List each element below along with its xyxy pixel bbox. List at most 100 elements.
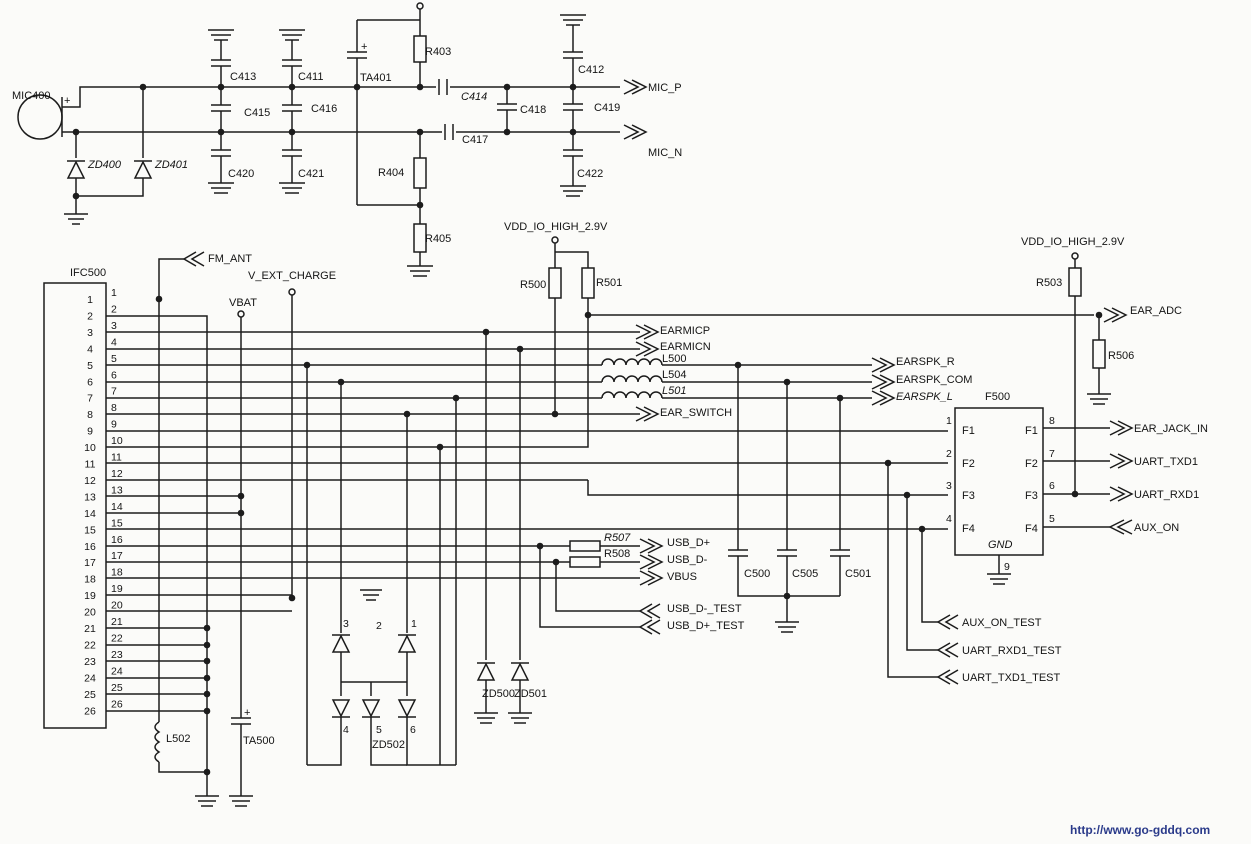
usb-dm-arrow-icon [639,554,656,570]
f500-right-f1: F1 [1025,425,1038,437]
f500-left-f4: F4 [962,523,975,535]
aux-on-test-arrow-icon [936,614,951,630]
r500-r501-group: VDD_IO_HIGH_2.9V R500 R501 [504,221,622,414]
zd502-pin-4: 4 [343,724,349,736]
mic400-label: MIC400 [12,90,51,102]
ifc500-pin-2: 2 [87,310,93,322]
connector-wires [106,314,1094,712]
usb-dp-test-label: USB_D+_TEST [667,620,745,632]
mic-n-arrow-icon [623,124,640,140]
c414-label: C414 [461,91,487,103]
junction-dots [155,295,1103,776]
v-ext-charge-terminal-icon [288,288,296,296]
r403-label: R403 [425,46,451,58]
zd502-pin-1: 1 [411,618,417,630]
ifc500-wire-number-3: 3 [111,320,117,332]
watermark-url: http://www.go-gddq.com [1070,823,1210,837]
c420-label: C420 [228,168,254,180]
ifc500-wire-number-21: 21 [111,616,123,628]
f500-left-f3: F3 [962,490,975,502]
r508-label: R508 [604,548,630,560]
ifc500-pin-13: 13 [84,491,96,503]
ta401-label: TA401 [360,72,392,84]
ifc500-pin-17: 17 [84,557,96,569]
mic-n-label: MIC_N [648,147,682,159]
ifc500-wire-number-10: 10 [111,435,123,447]
r503-r506-group: VDD_IO_HIGH_2.9V R503 R506 [1021,236,1134,494]
ifc500-wire-number-13: 13 [111,484,123,496]
l500-inductor-icon [601,358,663,366]
ifc500-pin-24: 24 [84,672,96,684]
usb-dm-label: USB_D- [667,554,708,566]
ifc500-wire-number-15: 15 [111,517,123,529]
f500-pin-4: 4 [946,513,952,525]
ifc500-pin-7: 7 [87,393,93,405]
c422-label: C422 [577,168,603,180]
zd501-diode-icon [510,662,530,681]
ifc500-pin-25: 25 [84,689,96,701]
ifc500-wire-number-9: 9 [111,419,117,431]
ifc500-label: IFC500 [70,267,106,279]
ifc500-wire-number-25: 25 [111,682,123,694]
vbus-label: VBUS [667,571,697,583]
usb-dp-label: USB_D+ [667,537,710,549]
uart-txd1-label: UART_TXD1 [1134,456,1198,468]
ifc500-pin-21: 21 [84,623,96,635]
ifc500-wire-number-8: 8 [111,402,117,414]
zd502-diode-icon [397,634,417,653]
ifc500-pin-18: 18 [84,574,96,586]
c412-label: C412 [578,64,604,76]
f500-left-f1: F1 [962,425,975,437]
r503-label: R503 [1036,277,1062,289]
ear-signal-arrows: EARMICP EARMICN EAR_SWITCH [635,324,732,422]
ifc500-wire-number-11: 11 [111,452,122,464]
vbus-arrow-icon [639,570,656,586]
speaker-caps: C500 C505 C501 [728,365,871,633]
vbat-label: VBAT [229,297,257,309]
ifc500-wire-number-22: 22 [111,632,123,644]
r501-resistor-icon [581,267,595,299]
f500-right-f2: F2 [1025,458,1038,470]
uart-rxd1-label: UART_RXD1 [1134,489,1199,501]
uart-rxd1-arrow-icon [1109,486,1126,502]
r500-label: R500 [520,279,546,291]
ifc500-wire-number-2: 2 [111,303,117,315]
ifc500-pin-10: 10 [84,442,96,454]
fm-ant-arrow-icon [182,251,197,267]
zd502-network: 3 1 2 4 5 6 ZD502 [306,365,457,766]
l502-label: L502 [166,733,190,745]
f500-pin-8: 8 [1049,415,1055,427]
c500-label: C500 [744,568,770,580]
ear-switch-label: EAR_SWITCH [660,407,732,419]
ifc500-wire-number-4: 4 [111,336,117,348]
f500-pin-5: 5 [1049,513,1055,525]
zd500-zd501: ZD500 ZD501 [474,332,547,724]
aux-on-label: AUX_ON [1134,522,1179,534]
zd500-label: ZD500 [482,688,515,700]
fm-ant-label: FM_ANT [208,253,252,265]
r508-resistor-icon [569,556,601,568]
uart-txd1-test-arrow-icon [936,669,951,685]
ifc500-pin-20: 20 [84,607,96,619]
ifc500-wire-number-19: 19 [111,583,123,595]
r501-label: R501 [596,277,622,289]
ifc500-wire-number-18: 18 [111,567,123,579]
ifc500-pin-23: 23 [84,656,96,668]
zd501-label: ZD501 [514,688,547,700]
ta500-plus: + [244,707,250,719]
earspk-com-label: EARSPK_COM [896,374,972,386]
ifc500-connector: IFC500 112233445566778899101011111212131… [43,267,123,729]
ear-adc-label: EAR_ADC [1130,305,1182,317]
ifc500-wire-number-1: 1 [111,287,117,299]
f500-pin-1: 1 [946,415,952,427]
f500-right-f4: F4 [1025,523,1038,535]
f500-label: F500 [985,391,1010,403]
ifc500-wire-number-5: 5 [111,353,117,365]
f500-pin-9: 9 [1004,561,1010,573]
zd400-label: ZD400 [87,159,122,171]
ta401-plus: + [361,41,367,53]
ifc500-wire-number-26: 26 [111,698,123,710]
ifc500-pin-19: 19 [84,590,96,602]
f500-pin-6: 6 [1049,480,1055,492]
r404-resistor-icon [413,157,427,189]
